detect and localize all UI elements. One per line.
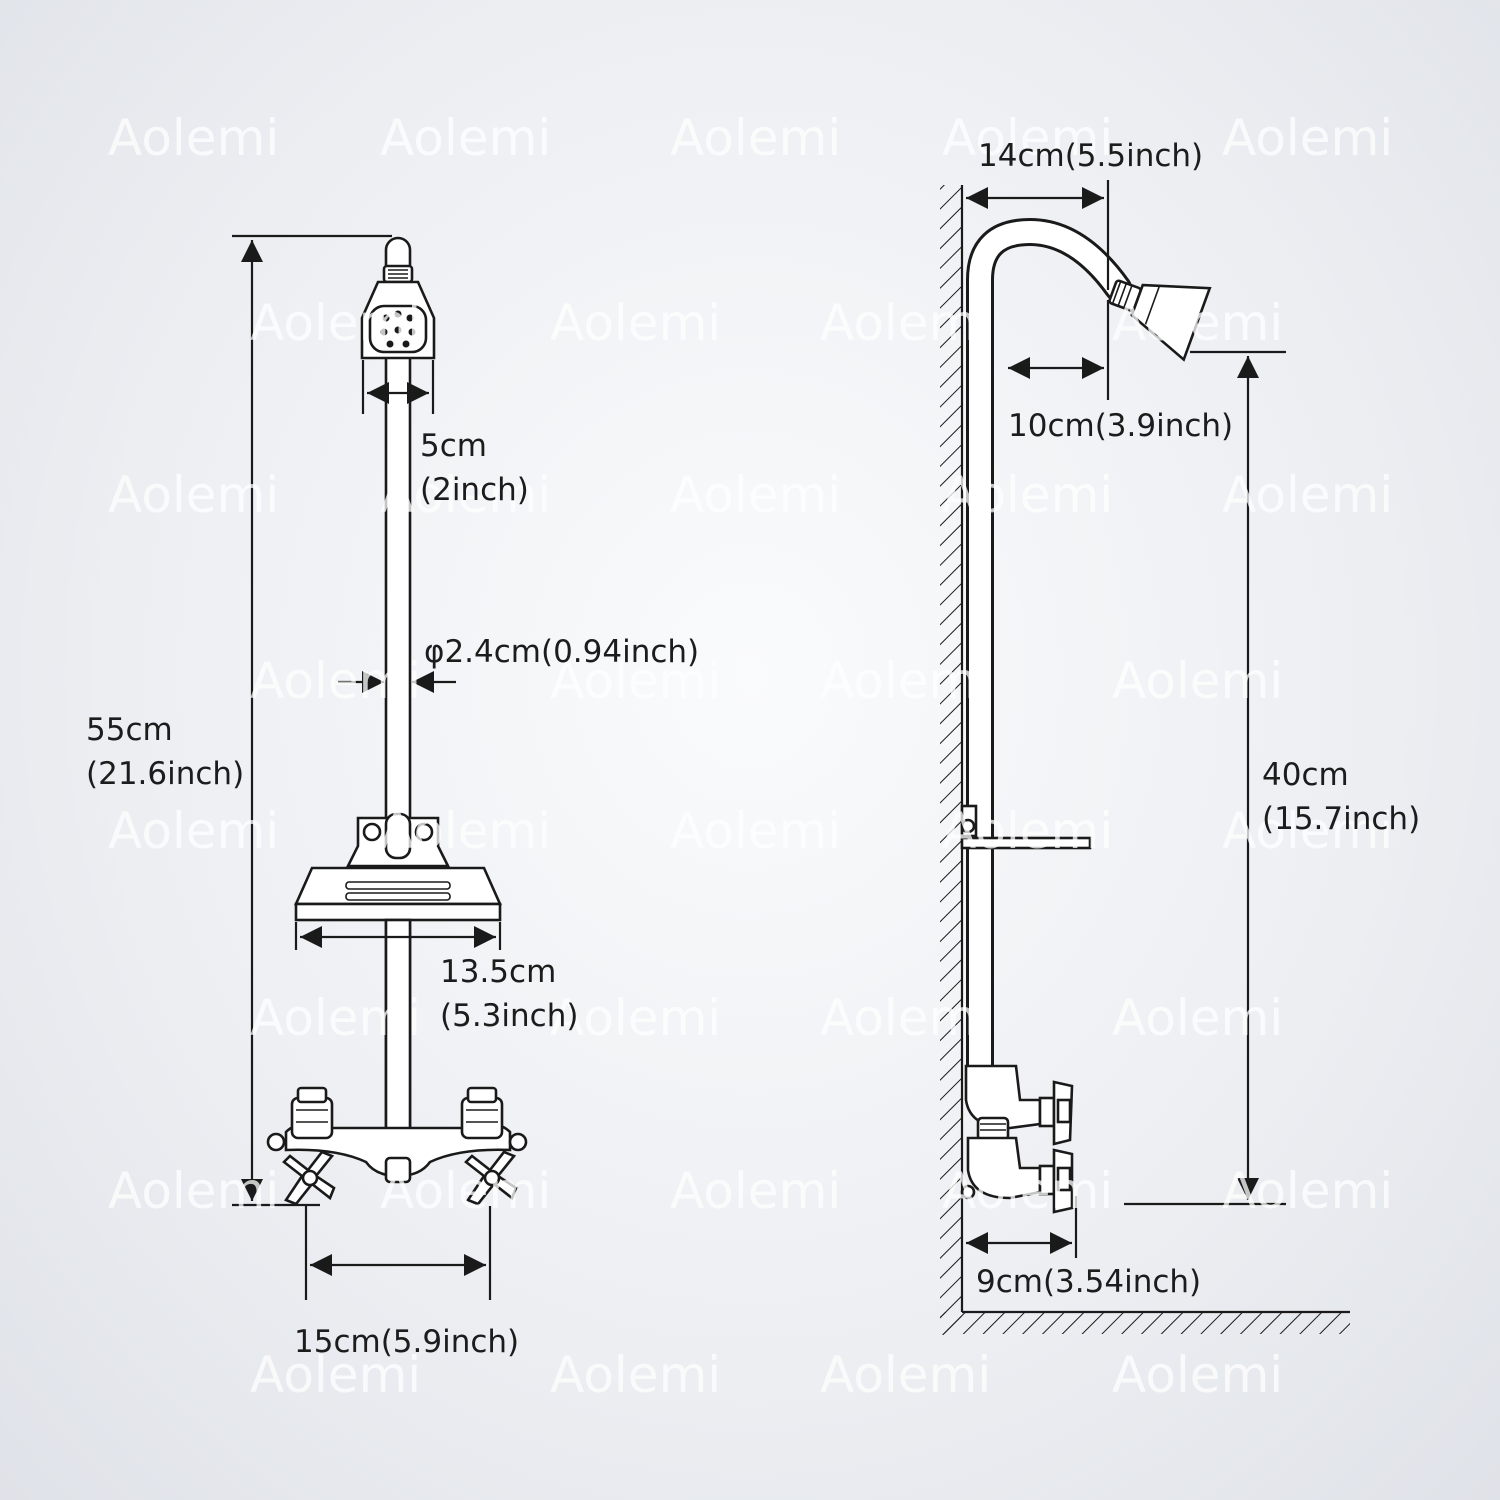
dimension-labels: 55cm (21.6inch) 5cm (2inch) φ2.4cm(0.94i… [86,138,1420,1360]
watermark: Aolemi [108,1162,279,1220]
front-height-in-label: (21.6inch) [86,756,244,792]
watermark: Aolemi [108,109,279,167]
front-soap-shelf [293,866,503,1162]
side-shower-head [1108,279,1212,362]
watermark: Aolemi [380,1162,551,1220]
front-left-cross-handle [282,1150,336,1206]
watermark: Aolemi [1222,802,1393,860]
watermark: Aolemi [550,1346,721,1404]
watermark: Aolemi [942,802,1113,860]
dim-side-valve-depth [966,1196,1078,1258]
side-shelf [960,804,1092,850]
side-pipe [966,217,1132,1099]
watermark: Aolemi [1222,466,1393,524]
front-view [232,234,528,1300]
front-valve-body [266,1086,528,1206]
front-head-width-in-label: (2inch) [420,472,529,508]
watermark: Aolemi [942,109,1113,167]
watermark: Aolemi [820,989,991,1047]
watermark: Aolemi [250,989,421,1047]
front-shower-head [360,264,436,360]
dim-front-shelf-width [294,922,502,950]
front-shelf-width-in-label: (5.3inch) [440,998,578,1034]
front-right-cross-handle [464,1150,518,1206]
watermark: Aolemi [942,1162,1113,1220]
dim-side-head-height [1124,350,1286,1206]
watermark: Aolemi [1222,109,1393,167]
watermark: Aolemi [670,802,841,860]
side-top-reach-label: 14cm(5.5inch) [978,138,1203,174]
side-upper-valve [964,1064,1074,1146]
dim-front-height [232,234,392,1207]
watermark: Aolemi [108,466,279,524]
watermark: Aolemi [820,294,991,352]
side-valve-depth-label: 9cm(3.54inch) [976,1264,1201,1300]
watermark: Aolemi [380,109,551,167]
watermark: Aolemi [1112,1346,1283,1404]
watermark: Aolemi [550,294,721,352]
watermark: Aolemi [250,1346,421,1404]
wall [940,185,964,1335]
dim-side-arm-reach [1008,300,1110,400]
watermark: Aolemi [250,652,421,710]
watermark: Aolemi [670,109,841,167]
dim-front-inlet-spacing [304,1206,492,1300]
front-shelf-width-cm-label: 13.5cm [440,954,556,990]
watermark: Aolemi [942,466,1113,524]
side-view [940,180,1350,1335]
watermark: Aolemi [1112,652,1283,710]
front-head-width-cm-label: 5cm [420,428,487,464]
front-inlet-spacing-label: 15cm(5.9inch) [294,1324,519,1360]
side-arm-reach-label: 10cm(3.9inch) [1008,408,1233,444]
front-shelf-bracket [345,812,451,868]
dim-front-head-width [361,360,435,414]
watermark: Aolemi [550,652,721,710]
dim-side-top-reach [966,180,1110,290]
watermark: Aolemi [670,1162,841,1220]
watermark: Aolemi [820,652,991,710]
watermarks: Aolemi Aolemi Aolemi Aolemi Aolemi Aolem… [108,109,1393,1404]
watermark: Aolemi [1222,1162,1393,1220]
watermark: Aolemi [1112,989,1283,1047]
front-pipe-diameter-label: φ2.4cm(0.94inch) [424,634,699,670]
side-head-height-cm-label: 40cm [1262,757,1349,793]
watermark: Aolemi [1112,294,1283,352]
watermark: Aolemi [670,466,841,524]
watermark: Aolemi [820,1346,991,1404]
side-head-height-in-label: (15.7inch) [1262,801,1420,837]
watermark: Aolemi [380,802,551,860]
front-height-cm-label: 55cm [86,712,173,748]
watermark: Aolemi [380,466,551,524]
floor [940,1310,1350,1334]
watermark: Aolemi [250,294,421,352]
watermark: Aolemi [108,802,279,860]
side-lower-valve [960,1116,1074,1214]
watermark: Aolemi [550,989,721,1047]
